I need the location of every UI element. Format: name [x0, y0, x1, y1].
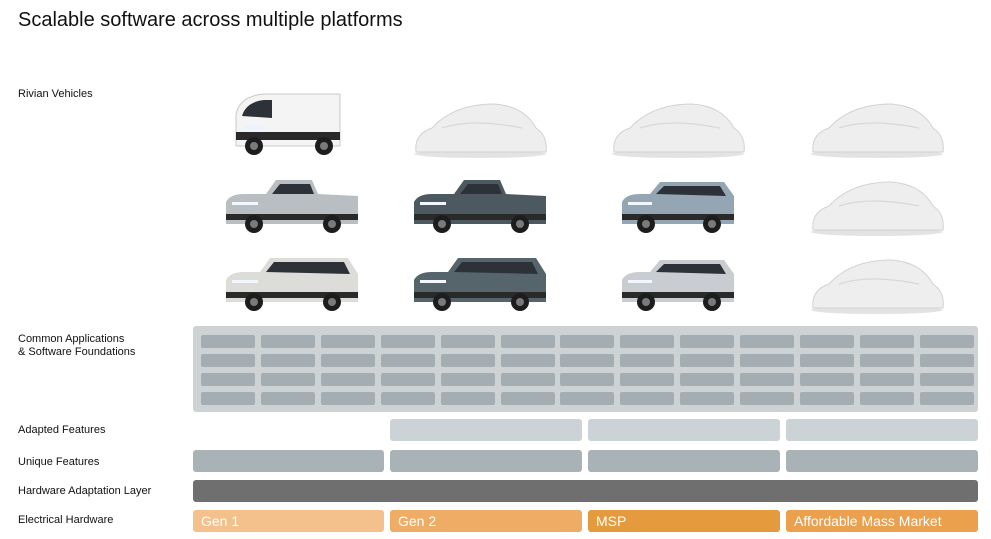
software-block	[500, 373, 555, 386]
software-block	[440, 354, 495, 367]
adapted-feature-gen2	[390, 419, 582, 441]
row-label-electrical: Electrical Hardware	[18, 514, 114, 526]
software-block	[500, 335, 555, 348]
software-block	[380, 354, 435, 367]
software-block	[201, 335, 255, 348]
software-block	[919, 335, 974, 348]
software-block	[680, 335, 735, 348]
software-block	[680, 354, 735, 367]
software-block	[859, 335, 914, 348]
software-block	[500, 392, 555, 405]
vehicle-image-suv	[402, 244, 558, 316]
software-block	[440, 373, 495, 386]
software-block	[740, 373, 795, 386]
software-block	[620, 392, 675, 405]
software-block	[440, 335, 495, 348]
vehicle-image-covered	[799, 88, 955, 160]
software-block	[500, 354, 555, 367]
software-block	[620, 354, 675, 367]
software-block	[859, 373, 914, 386]
software-block	[800, 392, 854, 405]
hardware-adaptation-layer-bar	[193, 480, 978, 502]
software-block	[560, 335, 615, 348]
hardware-affordable-mass-market: Affordable Mass Market	[786, 510, 978, 532]
software-block	[320, 354, 375, 367]
hardware-msp: MSP	[588, 510, 780, 532]
unique-feature-gen2	[390, 450, 582, 472]
software-block	[680, 373, 735, 386]
software-block	[800, 373, 854, 386]
software-block	[260, 373, 315, 386]
row-label-adapted: Adapted Features	[18, 424, 106, 436]
software-block	[380, 392, 435, 405]
vehicle-image-covered	[799, 244, 955, 316]
unique-feature-msp	[588, 450, 780, 472]
software-block	[201, 354, 255, 367]
hardware-gen2: Gen 2	[390, 510, 582, 532]
unique-feature-amm	[786, 450, 978, 472]
software-block	[560, 392, 615, 405]
software-block	[560, 373, 615, 386]
row-label-vehicles: Rivian Vehicles	[18, 88, 93, 100]
software-block	[800, 335, 854, 348]
vehicle-image-covered	[799, 166, 955, 238]
software-block	[320, 373, 375, 386]
vehicle-image-compact	[600, 244, 756, 316]
software-block	[260, 335, 315, 348]
software-block	[440, 392, 495, 405]
vehicle-image-van	[214, 88, 370, 160]
software-block	[740, 392, 795, 405]
software-block	[260, 354, 315, 367]
software-block	[380, 335, 435, 348]
software-block	[320, 335, 375, 348]
vehicle-image-covered	[600, 88, 756, 160]
software-block	[859, 392, 914, 405]
software-block	[560, 354, 615, 367]
software-block	[680, 392, 735, 405]
software-block	[201, 392, 255, 405]
software-block	[620, 373, 675, 386]
vehicle-image-pickup	[214, 166, 370, 238]
software-block	[919, 373, 974, 386]
page-title: Scalable software across multiple platfo…	[18, 9, 403, 31]
vehicle-image-pickup	[402, 166, 558, 238]
software-block	[919, 392, 974, 405]
row-label-common-1: Common Applications	[18, 333, 125, 345]
software-block	[919, 354, 974, 367]
unique-feature-gen1	[193, 450, 384, 472]
software-block	[740, 335, 795, 348]
software-block	[320, 392, 375, 405]
hardware-gen1: Gen 1	[193, 510, 384, 532]
adapted-feature-msp	[588, 419, 780, 441]
software-block	[620, 335, 675, 348]
vehicle-image-suv	[214, 244, 370, 316]
software-block	[800, 354, 854, 367]
software-block	[859, 354, 914, 367]
row-label-hal: Hardware Adaptation Layer	[18, 485, 152, 497]
row-label-unique: Unique Features	[18, 456, 100, 468]
vehicle-image-covered	[402, 88, 558, 160]
common-applications-panel	[193, 326, 978, 412]
vehicle-image-compact	[600, 166, 756, 238]
adapted-feature-amm	[786, 419, 978, 441]
software-block	[740, 354, 795, 367]
software-block	[201, 373, 255, 386]
row-label-common-2: & Software Foundations	[18, 346, 136, 358]
software-block	[260, 392, 315, 405]
software-block	[380, 373, 435, 386]
